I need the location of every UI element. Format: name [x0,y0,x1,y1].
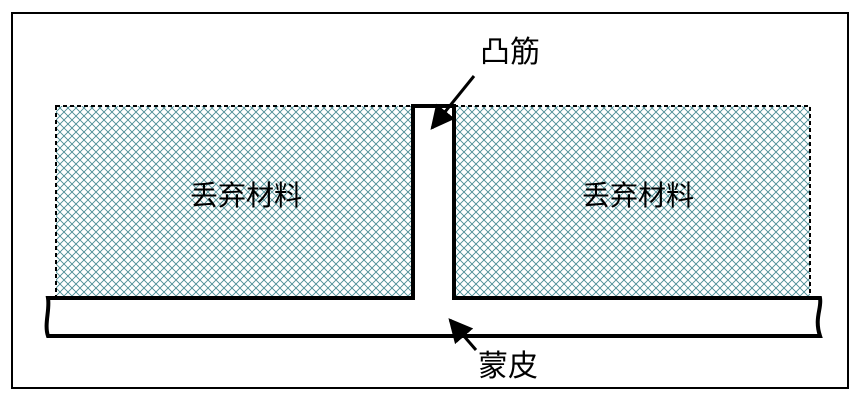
skin-and-rib-outline [44,104,823,338]
skin-label: 蒙皮 [478,349,538,384]
discard-material-left-label: 丢弃材料 [190,179,302,212]
discard-material-right-label: 丢弃材料 [582,179,694,212]
rib-label: 凸筋 [480,35,540,70]
discard-material-right [453,105,811,299]
skin-arrow [448,318,478,351]
outer-frame [11,12,849,389]
rib-arrow [430,75,476,130]
